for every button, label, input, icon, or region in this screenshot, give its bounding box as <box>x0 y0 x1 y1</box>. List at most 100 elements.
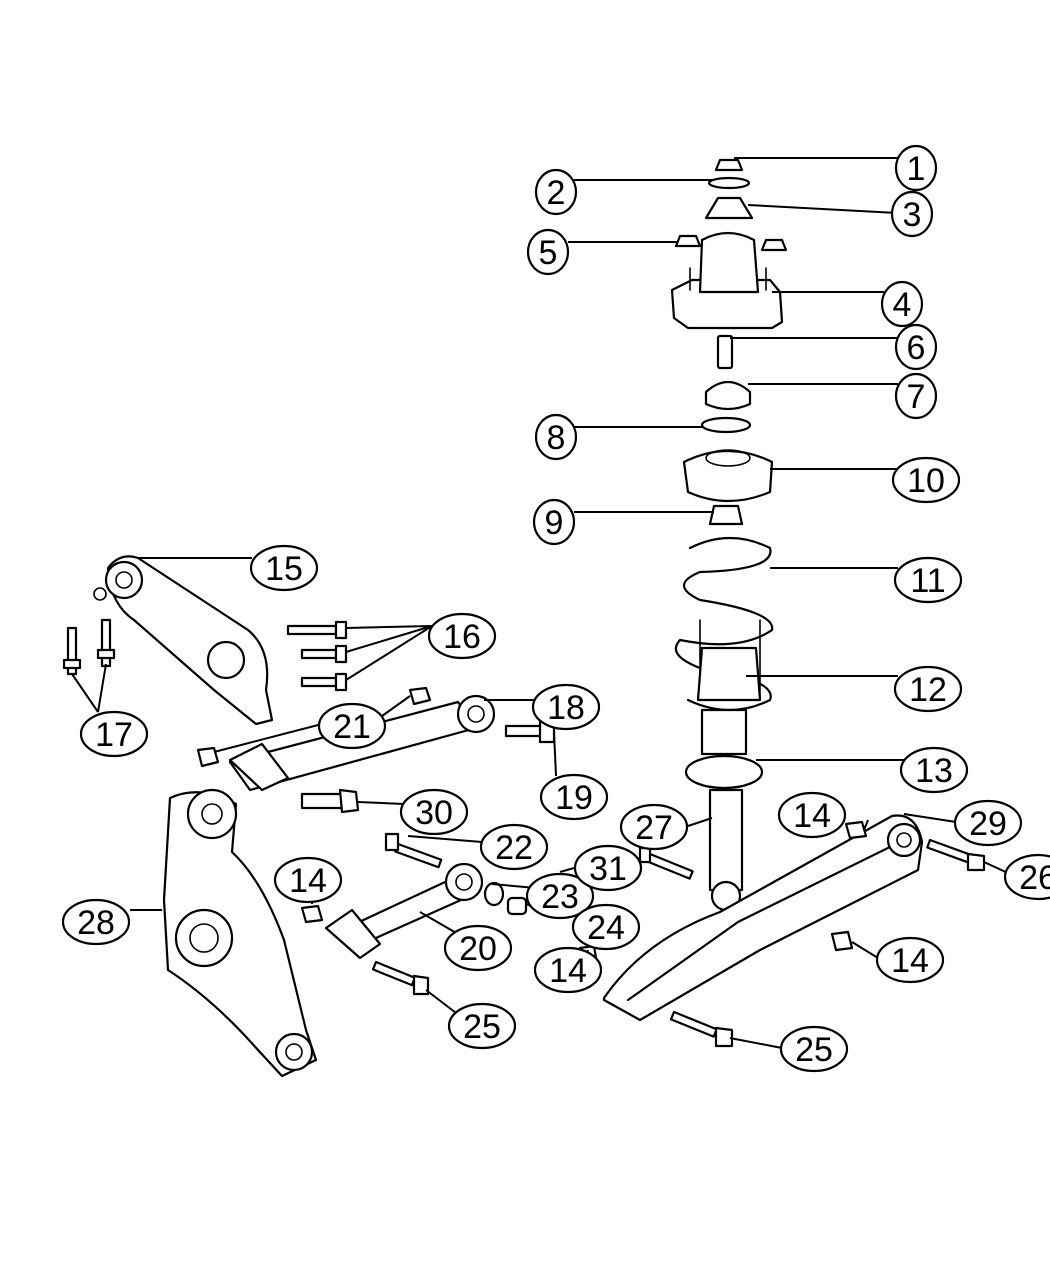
callout-label: 11 <box>910 562 945 600</box>
callouts: 1234567891011121314141414151617181920212… <box>61 144 1050 1073</box>
part-jounce-bumper <box>708 504 744 526</box>
callout-label: 5 <box>539 234 558 272</box>
callout-23: 23 <box>525 872 595 920</box>
callout-label: 10 <box>907 462 945 500</box>
part-washer-23 <box>483 881 505 907</box>
callout-27: 27 <box>619 803 689 851</box>
callout-10: 10 <box>891 456 961 504</box>
callout-ring <box>893 556 963 604</box>
callout-ring <box>399 788 469 836</box>
callout-ring <box>447 1002 517 1050</box>
callout-ring <box>427 612 497 660</box>
callout-label: 25 <box>795 1031 833 1069</box>
callout-label: 31 <box>589 850 627 888</box>
callout-label: 3 <box>903 196 922 234</box>
callout-8: 8 <box>534 413 578 461</box>
part-top-nut <box>714 158 744 172</box>
callout-label: 2 <box>547 174 566 212</box>
callout-ring <box>893 665 963 713</box>
callout-ring <box>894 323 938 371</box>
callout-label: 15 <box>265 550 303 588</box>
part-upper-insulator <box>704 196 754 220</box>
callout-label: 14 <box>891 942 929 980</box>
callout-30: 30 <box>399 788 469 836</box>
part-mount-nut-right <box>760 238 788 252</box>
callout-13: 13 <box>899 746 969 794</box>
callout-ring <box>619 803 689 851</box>
callout-ring <box>61 898 131 946</box>
callout-14: 14 <box>273 856 343 904</box>
callout-3: 3 <box>890 190 934 238</box>
callout-label: 19 <box>555 779 593 817</box>
part-bolt-26 <box>926 838 986 872</box>
part-upper-control-arm <box>93 555 274 726</box>
callout-ring <box>573 844 643 892</box>
callout-ring <box>777 791 847 839</box>
callout-label: 4 <box>893 286 912 324</box>
callout-6: 6 <box>894 323 938 371</box>
part-nut-14-upper <box>844 820 868 840</box>
part-nut-14-knuckle <box>300 904 324 924</box>
part-nut-21a <box>196 746 220 768</box>
callout-26: 26 <box>1003 853 1050 901</box>
callout-4: 4 <box>880 280 924 328</box>
part-bolt-30 <box>300 788 360 814</box>
callout-ring <box>539 773 609 821</box>
strut-assembly <box>670 158 788 912</box>
callout-label: 6 <box>907 329 926 367</box>
callout-ring <box>890 190 934 238</box>
callout-label: 23 <box>541 878 579 916</box>
callout-ring <box>894 144 938 192</box>
callout-ring <box>779 1025 849 1073</box>
callout-label: 25 <box>463 1008 501 1046</box>
callout-ring <box>534 168 578 216</box>
part-bushing-24 <box>506 896 528 916</box>
callout-ring <box>894 372 938 420</box>
callout-9: 9 <box>532 498 576 546</box>
callout-label: 17 <box>95 716 133 754</box>
callout-label: 13 <box>915 752 953 790</box>
callout-label: 14 <box>549 952 587 990</box>
callout-label: 29 <box>969 805 1007 843</box>
callout-ring <box>79 710 149 758</box>
callout-ring <box>479 823 549 871</box>
callout-ring <box>525 872 595 920</box>
part-seat-washer <box>700 416 752 434</box>
callout-label: 27 <box>635 809 673 847</box>
callout-ring <box>953 799 1023 847</box>
callout-15: 15 <box>249 544 319 592</box>
callout-ring <box>875 936 945 984</box>
callout-31: 31 <box>573 844 643 892</box>
part-lower-link <box>324 862 484 960</box>
callout-ring <box>880 280 924 328</box>
callout-label: 1 <box>907 150 926 188</box>
callout-1: 1 <box>894 144 938 192</box>
callout-label: 30 <box>415 794 453 832</box>
callout-ring <box>899 746 969 794</box>
part-bolts-16 <box>286 620 348 692</box>
callout-ring <box>532 498 576 546</box>
callout-2: 2 <box>534 168 578 216</box>
callout-label: 16 <box>443 618 481 656</box>
callout-16: 16 <box>427 612 497 660</box>
callout-ring <box>571 903 641 951</box>
callout-label: 14 <box>289 862 327 900</box>
callout-label: 28 <box>77 904 115 942</box>
part-bolt-22 <box>384 832 443 869</box>
part-mount-nut-left <box>674 234 702 248</box>
callout-24: 24 <box>571 903 641 951</box>
callout-14: 14 <box>533 946 603 994</box>
callout-label: 14 <box>793 797 831 835</box>
callout-ring <box>443 924 513 972</box>
callout-label: 18 <box>547 689 585 727</box>
part-washer <box>707 176 751 190</box>
callout-25: 25 <box>779 1025 849 1073</box>
callout-5: 5 <box>526 228 570 276</box>
callout-28: 28 <box>61 898 131 946</box>
callout-14: 14 <box>777 791 847 839</box>
callout-ring <box>891 456 961 504</box>
part-nut-14-lower <box>830 930 854 952</box>
callout-ring <box>534 413 578 461</box>
callout-ring <box>317 702 387 750</box>
